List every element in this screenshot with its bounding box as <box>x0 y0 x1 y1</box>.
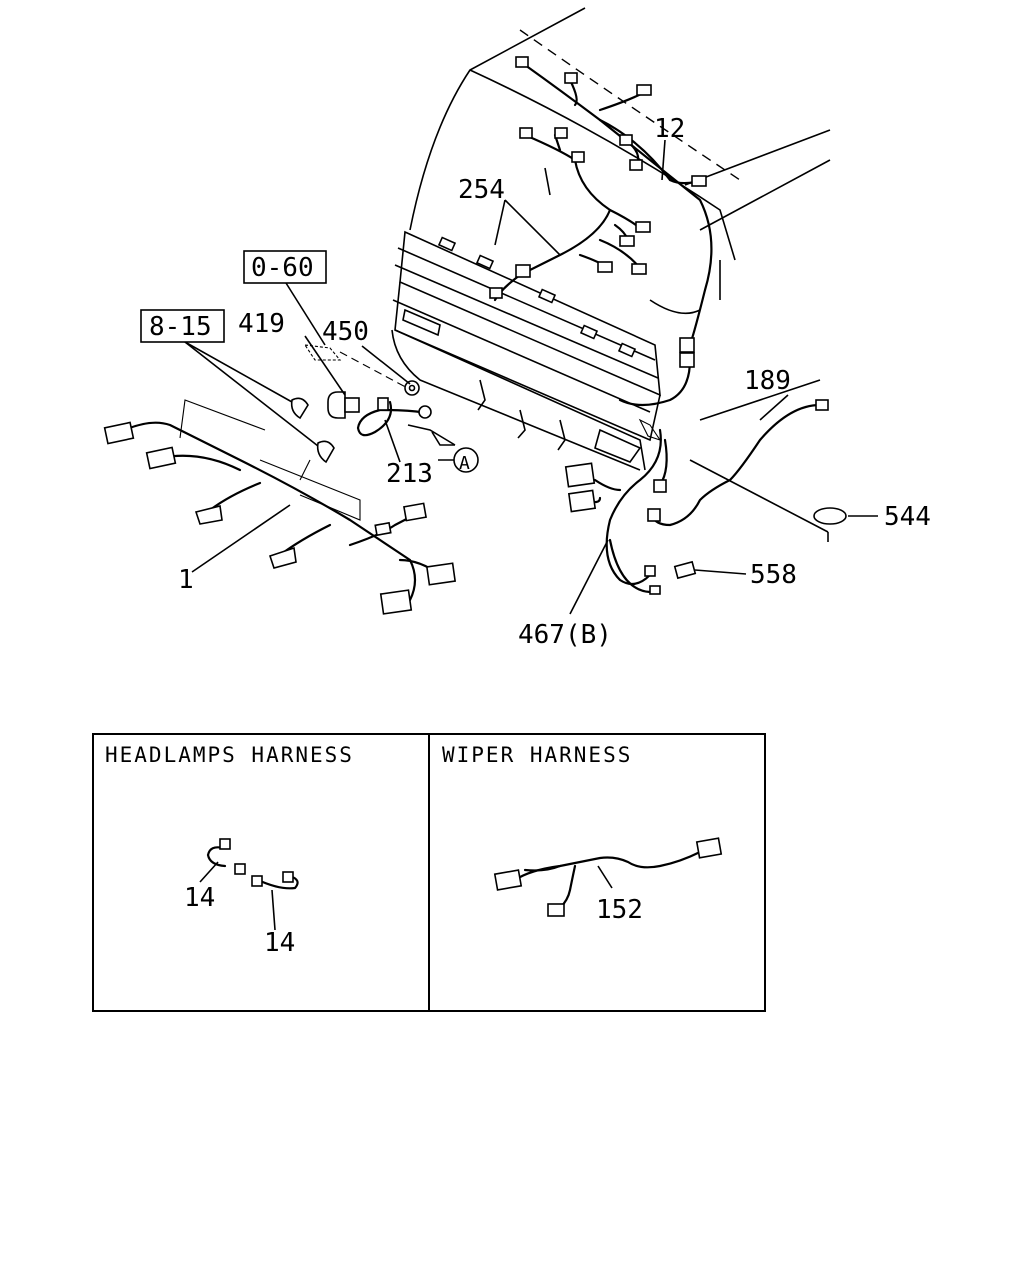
front-grille-panel <box>391 230 661 471</box>
callout-544: 544 <box>884 502 931 532</box>
callout-450: 450 <box>322 317 369 347</box>
headlamps-label-14-a: 14 <box>184 883 215 913</box>
wiper-harness-title: WIPER HARNESS <box>442 743 632 767</box>
callout-213: 213 <box>386 459 433 489</box>
fastener-parts <box>290 344 456 464</box>
wiper-label-152: 152 <box>596 895 643 925</box>
callout-8-15: 8-15 <box>149 312 212 342</box>
headlamps-label-14-b: 14 <box>264 928 295 958</box>
harness-189-467 <box>564 399 829 595</box>
callout-1: 1 <box>178 565 194 595</box>
leader-lines <box>184 139 878 615</box>
callout-a: A <box>459 453 470 474</box>
ref-box-0-60 <box>243 250 327 284</box>
callout-558: 558 <box>750 560 797 590</box>
callout-12: 12 <box>654 114 685 144</box>
callout-0-60: 0-60 <box>251 253 314 283</box>
headlamps-harness-title: HEADLAMPS HARNESS <box>105 743 354 767</box>
cab-body <box>409 7 831 421</box>
main-harness-12 <box>489 56 713 407</box>
callout-189: 189 <box>744 366 791 396</box>
reference-a-circle <box>453 447 479 473</box>
callout-labels: 12 254 0-60 8-15 419 450 189 213 A 544 1… <box>149 114 931 650</box>
part-544-plug <box>813 507 847 525</box>
callout-419: 419 <box>238 309 285 339</box>
headlamps-harness-panel: HEADLAMPS HARNESS 14 14 <box>92 733 430 1012</box>
callout-467b: 467(B) <box>518 620 612 650</box>
wiper-harness-panel: WIPER HARNESS 152 <box>428 733 766 1012</box>
headlamp-harness-1 <box>103 399 457 615</box>
callout-254: 254 <box>458 175 505 205</box>
ref-box-8-15 <box>140 309 225 343</box>
